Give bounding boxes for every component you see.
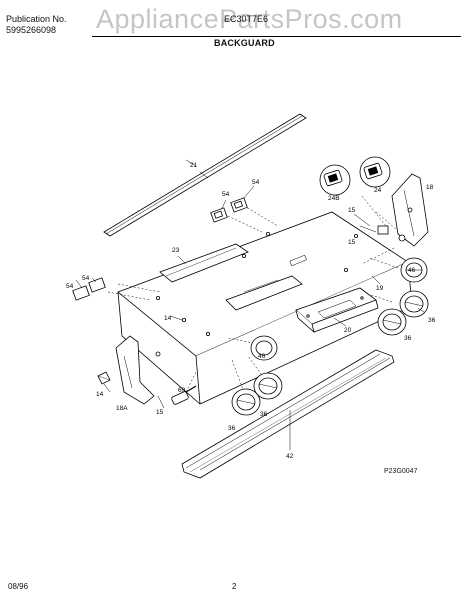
part-label-46: 46 — [408, 267, 416, 274]
part-label-36: 36 — [260, 411, 268, 418]
top-trim-strip — [103, 113, 307, 237]
diagram-code: P23G0047 — [384, 468, 418, 475]
part-label-36: 36 — [428, 317, 436, 324]
callout-lines — [75, 171, 425, 450]
part-label-42: 42 — [286, 453, 294, 460]
clock-timer-module — [295, 287, 379, 334]
part-label-19: 19 — [376, 285, 384, 292]
part-label-54: 54 — [252, 179, 260, 186]
part-label-24: 24 — [374, 187, 382, 194]
part-label-54: 54 — [66, 283, 74, 290]
knob-36-right-lower — [377, 308, 407, 336]
part-label-21: 21 — [190, 162, 198, 169]
part-label-14: 14 — [164, 315, 172, 322]
part-label-69: 69 — [178, 387, 186, 394]
trim-extrusion — [181, 349, 395, 479]
header-divider — [92, 36, 461, 37]
switch-24-inset — [359, 156, 391, 188]
part-label-54: 54 — [222, 191, 230, 198]
clip-lower-left — [97, 371, 111, 385]
switch-24b-inset — [319, 164, 351, 196]
part-label-36: 36 — [404, 335, 412, 342]
knob-36-bottom-right — [253, 372, 283, 400]
part-label-15: 15 — [348, 207, 356, 214]
section-title: BACKGUARD — [214, 38, 275, 48]
part-label-46: 46 — [258, 353, 266, 360]
knob-36-bottom-left — [231, 388, 261, 416]
switch-lower-right — [88, 277, 106, 293]
part-label-20: 20 — [344, 327, 352, 334]
right-end-bracket — [377, 173, 429, 247]
screw-69 — [171, 385, 197, 405]
part-label-15: 15 — [156, 409, 164, 416]
model-number: EC30T7E6 — [224, 14, 269, 24]
part-label-23: 23 — [172, 247, 180, 254]
footer-date: 08/96 — [8, 582, 29, 591]
switch-upper-left — [210, 207, 228, 223]
footer-page-number: 2 — [232, 582, 237, 591]
watermark: AppliancePartsPros.com — [96, 4, 403, 34]
switch-lower-left — [72, 285, 90, 301]
part-label-54: 54 — [82, 275, 90, 282]
part-label-18: 18 — [426, 184, 434, 191]
knob-36-right-upper — [399, 290, 429, 318]
part-label-18a: 18A — [116, 405, 128, 412]
part-label-15: 15 — [348, 239, 356, 246]
switch-upper-right — [230, 197, 248, 213]
knob-46-right — [400, 257, 428, 283]
part-label-36: 36 — [228, 425, 236, 432]
left-end-bracket — [115, 335, 161, 405]
part-label-14: 14 — [96, 391, 104, 398]
part-label-24b: 24B — [328, 195, 340, 202]
knob-46-center — [250, 335, 278, 361]
publication-label: Publication No. — [6, 14, 67, 24]
publication-number: 5995266098 — [6, 25, 57, 35]
